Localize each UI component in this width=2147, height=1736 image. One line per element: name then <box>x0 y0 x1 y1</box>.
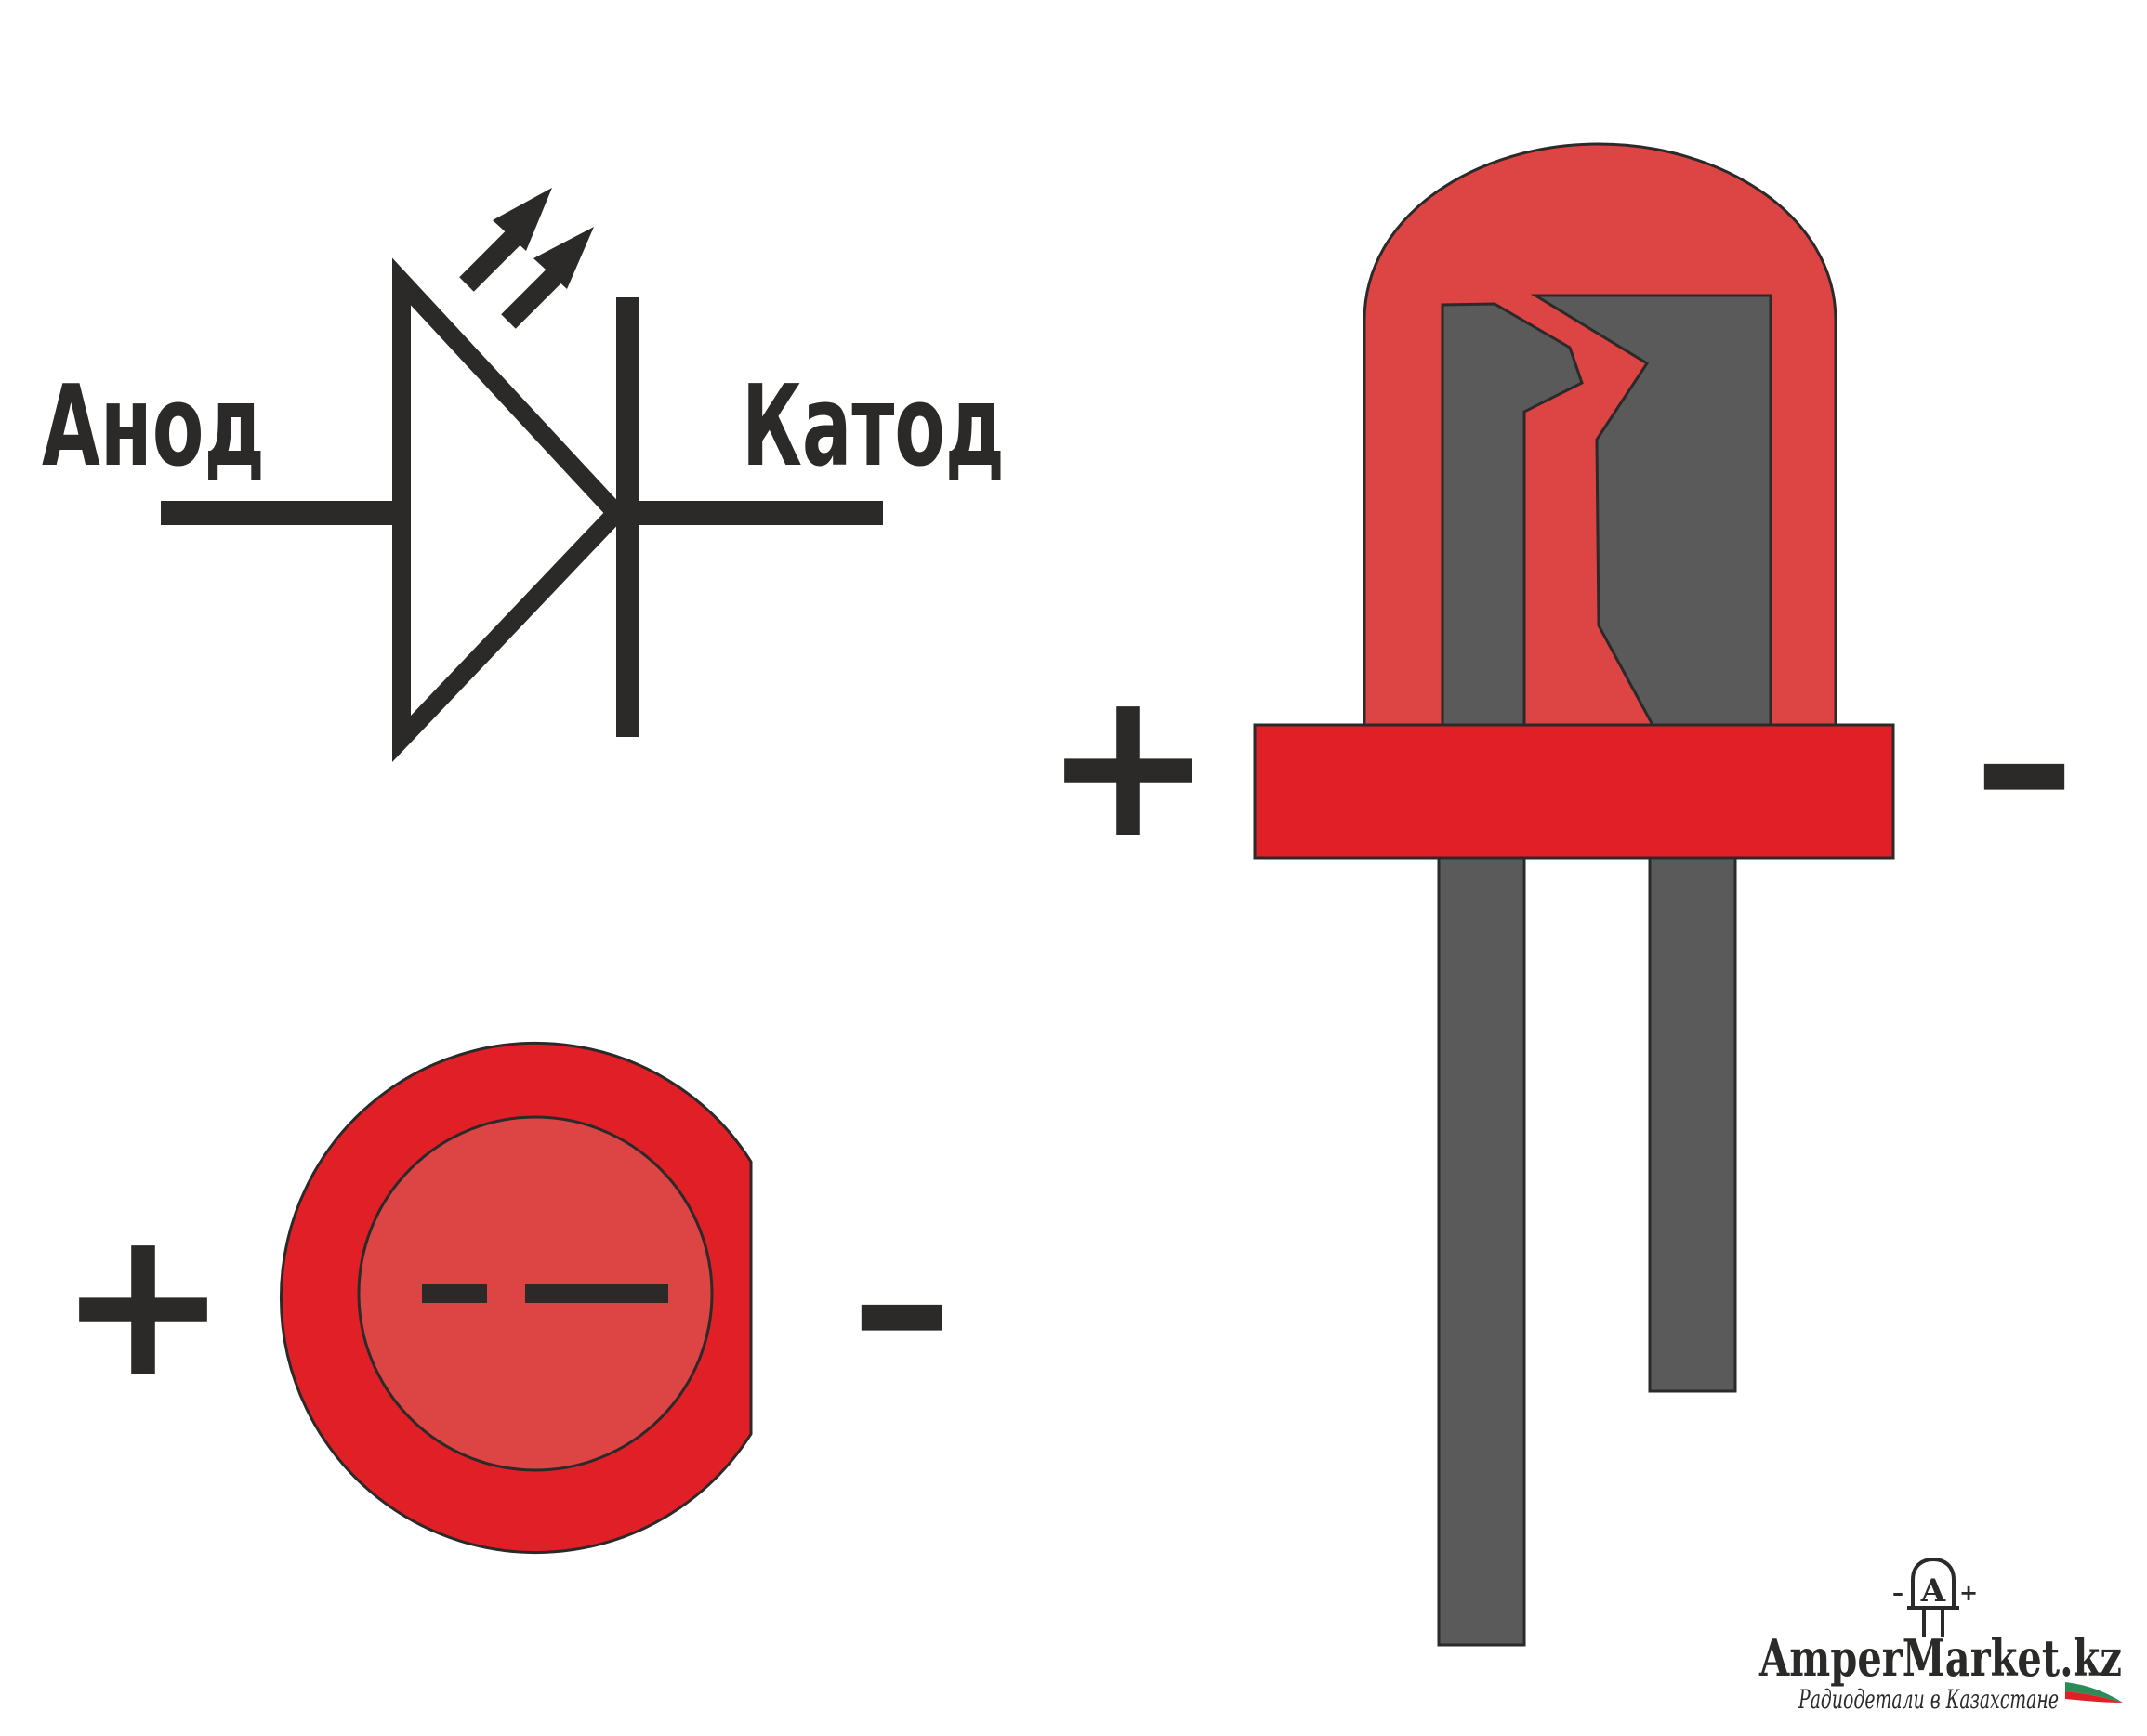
diode-triangle <box>392 257 629 763</box>
emission-arrows-icon <box>459 188 594 329</box>
top-minus-sign: – <box>850 1184 953 1422</box>
top-view-lead-cathode <box>525 1284 668 1303</box>
anode-label: Анод <box>42 362 265 492</box>
cathode-lead-short <box>1648 835 1737 1393</box>
logo: A – + AmperMarket.kz Радиодетали в Казах… <box>1758 1557 2123 1715</box>
logo-brand-name: AmperMarket.kz <box>1758 1628 2122 1688</box>
led-side-view-icon: + – <box>1043 142 2075 1647</box>
logo-tagline: Радиодетали в Казахстане <box>1798 1684 2059 1715</box>
logo-icon-letter: A <box>1920 1572 1946 1610</box>
anode-plus-sign: + <box>1043 645 1214 883</box>
led-top-view-icon: + – <box>58 1042 953 1554</box>
logo-icon-plus: + <box>1959 1580 1978 1606</box>
logo-flag-swoosh-green <box>2065 1682 2123 1703</box>
top-view-lead-anode <box>422 1284 487 1303</box>
logo-led-icon: A – + <box>1892 1557 1978 1637</box>
top-plus-sign: + <box>58 1184 229 1422</box>
logo-flag-swoosh-red <box>2065 1691 2123 1703</box>
cathode-minus-sign: – <box>1973 643 2075 881</box>
cathode-anvil <box>1530 294 1772 727</box>
anode-post <box>1441 302 1584 727</box>
anode-lead-long <box>1437 835 1526 1647</box>
cathode-label: Катод <box>742 362 1005 492</box>
logo-icon-minus: – <box>1892 1580 1903 1606</box>
led-symbol-icon: Анод Катод <box>42 188 1005 763</box>
led-flange <box>1253 723 1895 860</box>
